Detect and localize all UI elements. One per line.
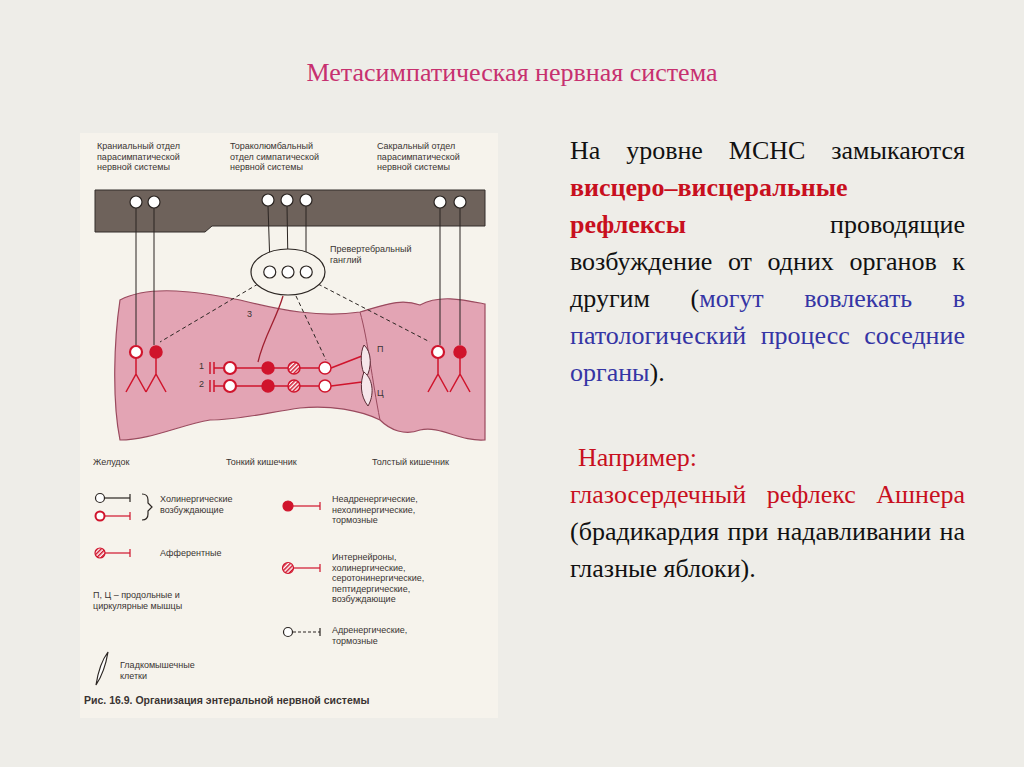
body-paragraph: На уровне МСНС замыкаются висцеро–висцер… [570,132,965,391]
slide-text: глазосердечный рефлекс Ашнера [570,480,965,509]
legend-text: Афферентные [160,548,221,558]
cord-neurons [130,194,466,208]
section-label: Тораколюмбальный отдел симпатической нер… [230,141,330,173]
legend-samples [95,494,320,686]
legend-item: П, Ц – продольные и циркулярные мышцы [93,590,193,611]
legend-text: Адренергические, тормозные [332,625,407,646]
callout-number: 1 [199,361,209,372]
smooth-muscle [361,345,372,406]
legend-text: Неадренергические, нехолинергические, то… [332,494,418,525]
ganglion-outline [250,248,326,296]
ganglion-label: Превертебральный ганглий [330,244,425,266]
gut-neurons [126,346,470,392]
figure-caption: Рис. 16.9. Организация энтеральной нервн… [84,694,369,706]
legend-text: Интернейроны, холинергические, серотонин… [332,552,424,604]
colon-border [360,312,380,420]
section-label: Краниальный отдел парасимпатической нерв… [97,141,189,173]
slide-title: Метасимпатическая нервная система [0,58,1024,88]
legend-item: Неадренергические, нехолинергические, то… [332,494,452,526]
ganglion-neuron [264,266,276,278]
legend-text: П, Ц – продольные и циркулярные мышцы [93,590,182,611]
ganglion: Превертебральный ганглий [250,248,326,296]
callout-number: 2 [199,379,209,390]
slide-text: Например: [578,443,697,472]
muscle-label: Ц [377,388,389,399]
adrenergic-fibres [160,284,430,360]
ganglion-ellipse [251,249,325,295]
section-label: Сакральный отдел парасимпатической нервн… [377,141,472,173]
slide-text: ). [650,358,665,387]
legend-item: Адренергические, тормозные [332,625,452,646]
legend-item: Интернейроны, холинергические, серотонин… [332,552,452,605]
ganglion-neuron [282,266,294,278]
legend-item: Холинергические возбуждающие [160,494,260,515]
figure-ground [80,133,498,718]
slide-text: висцеро–висцеральные рефлексы [570,173,847,239]
example-heading: Например: [578,439,965,476]
organ-label: Желудок [93,457,173,468]
fibre-3 [258,296,283,362]
legend-item: Афферентные [160,548,260,559]
organ-label: Тонкий кишечник [226,457,336,468]
legend-text: Гладкомышечные клетки [120,660,195,681]
organ-label: Толстый кишечник [372,457,487,468]
gut-outline [115,291,485,440]
example-paragraph: глазосердечный рефлекс Ашнера (брадикард… [570,476,965,587]
nerve-fibres [136,206,460,345]
plexus-chains [210,356,362,392]
legend-text: Холинергические возбуждающие [160,494,232,515]
slide-text: (брадикардия при надавливании на глазные… [570,517,965,583]
legend-item: Гладкомышечные клетки [120,660,220,681]
ganglion-neuron [300,266,312,278]
muscle-label: П [377,344,389,355]
slide-text: На уровне МСНС замыкаются [570,136,965,165]
callout-number: 3 [247,309,259,320]
